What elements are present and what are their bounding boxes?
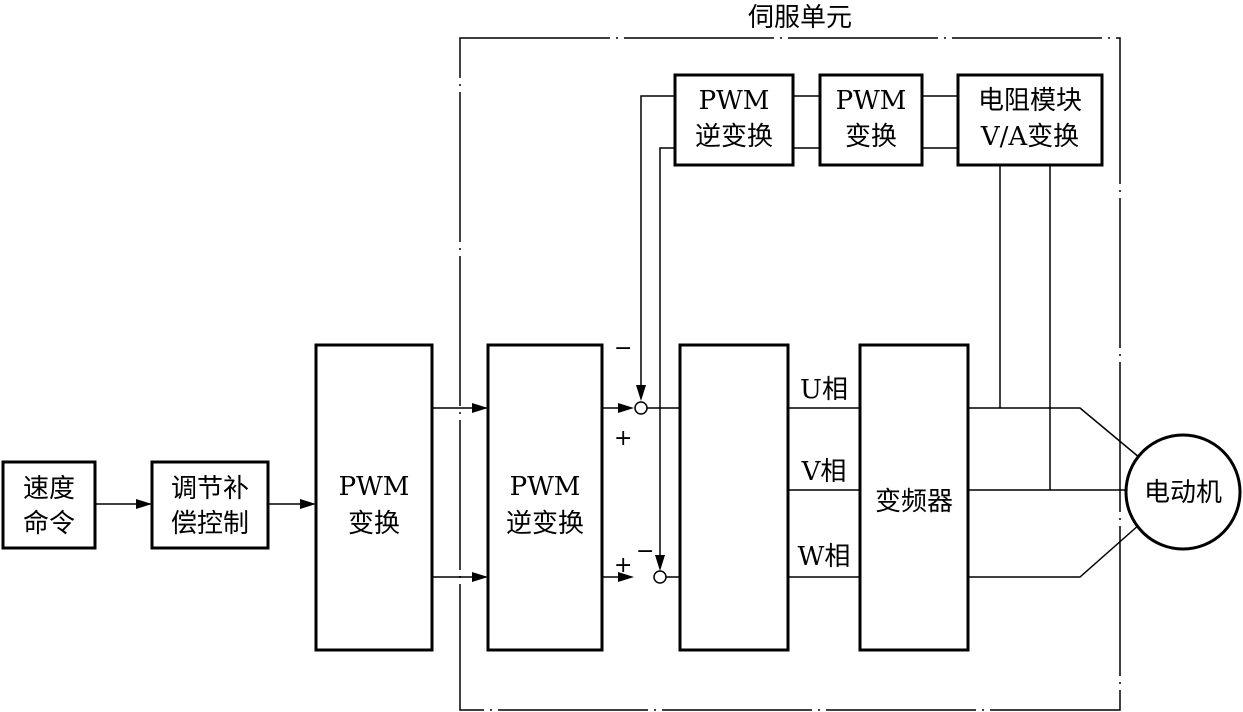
phase-label-u: U相	[800, 375, 848, 405]
svg-text:电阻模块: 电阻模块	[978, 86, 1082, 116]
block-motor: 电动机	[1124, 433, 1242, 551]
block-pwm-transform: PWM 变换	[314, 343, 434, 652]
motor-line-w	[968, 523, 1141, 578]
svg-text:命令: 命令	[23, 509, 75, 539]
svg-text:调节补: 调节补	[171, 474, 249, 504]
block-speed-command: 速度 命令	[1, 460, 97, 550]
svg-text:PWM: PWM	[836, 86, 907, 116]
sign-minus-top: −	[614, 336, 632, 361]
svg-text:PWM: PWM	[510, 472, 581, 502]
arrow-head	[472, 403, 488, 413]
block-converter	[678, 343, 790, 652]
feedback-wire-top	[640, 95, 675, 398]
svg-text:变换: 变换	[845, 122, 897, 152]
svg-text:偿控制: 偿控制	[171, 509, 249, 539]
svg-text:PWM: PWM	[699, 86, 770, 116]
summing-junction-top	[634, 401, 648, 415]
sign-plus-top: +	[614, 426, 632, 451]
svg-text:速度: 速度	[23, 474, 75, 504]
summing-junction-bottom	[653, 570, 667, 584]
sign-plus-bottom: +	[614, 553, 632, 578]
arrow-head	[472, 572, 488, 582]
svg-text:V/A变换: V/A变换	[980, 122, 1079, 152]
arrow-head	[136, 499, 152, 509]
svg-text:变频器: 变频器	[875, 487, 953, 517]
block-feedback-pwm-transform: PWM 变换	[818, 73, 924, 167]
svg-text:逆变换: 逆变换	[695, 122, 773, 152]
block-feedback-pwm-inverse: PWM 逆变换	[673, 73, 795, 167]
arrow-head	[300, 499, 316, 509]
feedback-wire-bottom	[659, 147, 675, 568]
block-inverter: 变频器	[858, 343, 970, 652]
sign-minus-bottom: −	[636, 539, 654, 564]
arrow-head	[655, 555, 665, 571]
svg-text:逆变换: 逆变换	[506, 509, 584, 539]
servo-unit-frame	[459, 37, 1121, 711]
arrow-head	[618, 572, 634, 582]
phase-label-v: V相	[801, 457, 847, 487]
arrow-head	[618, 403, 634, 413]
servo-unit-title: 伺服单元	[748, 3, 852, 33]
block-resistor-module: 电阻模块 V/A变换	[956, 73, 1104, 167]
svg-text:电动机: 电动机	[1144, 478, 1222, 508]
block-pwm-inverse-transform: PWM 逆变换	[486, 343, 604, 652]
block-regulation-compensation: 调节补 偿控制	[150, 460, 270, 550]
phase-label-w: W相	[798, 542, 851, 572]
svg-text:PWM: PWM	[339, 472, 410, 502]
svg-text:变换: 变换	[348, 509, 400, 539]
arrow-head	[636, 385, 646, 401]
motor-line-u	[968, 407, 1141, 459]
